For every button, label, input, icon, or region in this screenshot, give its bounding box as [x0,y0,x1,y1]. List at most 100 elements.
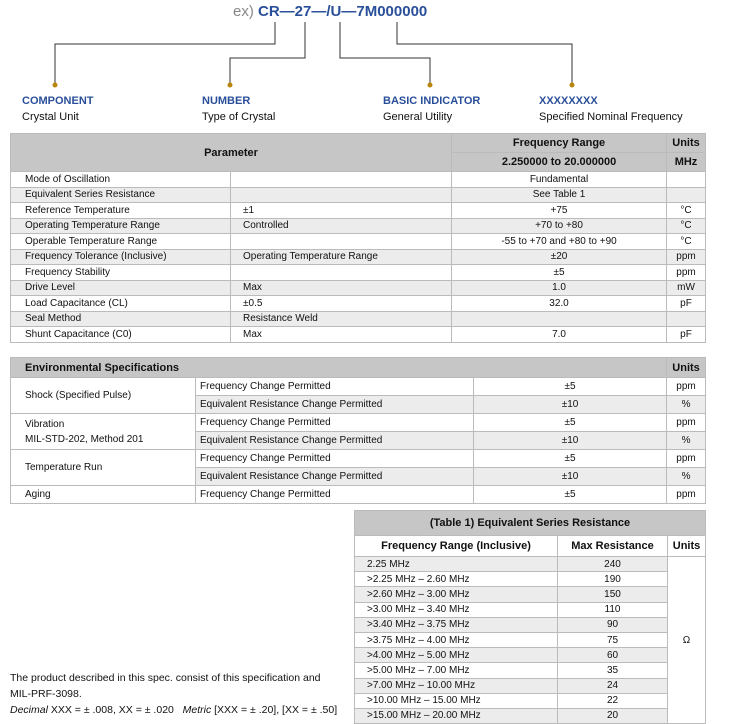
param-cell: Operable Temperature Range [10,233,231,250]
condition-cell [229,171,453,188]
esr-value-cell: 20 [557,707,668,724]
label-heading: COMPONENT [22,95,94,107]
env-group-name: Vibration [25,418,65,430]
label-heading: BASIC INDICATOR [383,95,481,107]
esr-value-cell: 90 [557,616,668,633]
unit-cell: °C [666,217,707,234]
esr-range-cell: >3.40 MHz – 3.75 MHz [354,616,558,633]
value-cell: +70 to +80 [451,217,668,234]
esr-range-cell: >7.00 MHz – 10.00 MHz [354,677,558,694]
env-item-cell: Equivalent Resistance Change Permitted [195,431,474,450]
unit-cell: ppm [666,264,707,281]
condition-cell [229,186,453,203]
example-prefix: ex) [233,3,254,20]
param-cell: Shunt Capacitance (C0) [10,326,231,343]
label-desc: Crystal Unit [22,111,79,123]
esr-value-cell: 150 [557,586,668,603]
callout-dot [52,82,58,88]
part-number-example: ex) CR—27—/U—7M000000 [233,3,427,20]
esr-header-units: Units [666,535,707,557]
param-cell: Drive Level [10,279,231,296]
esr-header-max: Max Resistance [557,535,668,557]
value-cell: 1.0 [451,279,668,296]
env-group-cell: Aging [10,485,196,504]
param-cell: Equivalent Series Resistance [10,186,231,203]
env-row: Equivalent Resistance Change Permitted±1… [11,395,707,414]
condition-cell [229,264,453,281]
esr-value-cell: 35 [557,662,668,679]
label-desc: General Utility [383,111,453,123]
note-line-2: MIL-PRF-3098. [10,688,82,700]
esr-value-cell: 24 [557,677,668,694]
label-desc: Specified Nominal Frequency [539,111,683,123]
tolerance-line: Decimal XXX = ± .008, XX = ± .020 Metric… [10,702,337,718]
env-units-header: Units [666,357,707,378]
param-cell: Mode of Oscillation [10,171,231,188]
condition-cell: Max [229,326,453,343]
esr-range-cell: >15.00 MHz – 20.00 MHz [354,707,558,724]
condition-cell: Operating Temperature Range [229,248,453,265]
esr-range-cell: >3.00 MHz – 3.40 MHz [354,601,558,618]
env-unit-cell: ppm [666,377,707,396]
env-unit-cell: % [666,467,707,486]
param-cell: Seal Method [10,310,231,327]
label-basic-indicator: BASIC INDICATOR General Utility [383,93,480,125]
esr-title: (Table 1) Equivalent Series Resistance [353,510,707,536]
callout-dot [569,82,575,88]
spec-note: The product described in this spec. cons… [10,670,337,718]
value-cell: 7.0 [451,326,668,343]
param-cell: Reference Temperature [10,202,231,219]
param-cell: Frequency Stability [10,264,231,281]
esr-value-cell: 190 [557,571,668,588]
esr-range-cell: >2.25 MHz – 2.60 MHz [354,571,558,588]
condition-cell: Resistance Weld [229,310,453,327]
env-value-cell: ±5 [472,377,668,396]
env-group-sub: MIL-STD-202, Method 201 [25,433,144,445]
value-cell: ±5 [451,264,668,281]
condition-cell: ±1 [229,202,453,219]
unit-cell: °C [666,233,707,250]
env-value-cell: ±5 [472,485,668,504]
esr-range-cell: >2.60 MHz – 3.00 MHz [354,586,558,603]
unit-cell: pF [666,295,707,312]
esr-header-range: Frequency Range (Inclusive) [354,535,558,557]
env-group-cell: Shock (Specified Pulse) [10,377,196,414]
parameter-row: Operable Temperature Range-55 to +70 and… [10,233,707,250]
esr-value-cell: 22 [557,692,668,709]
env-value-cell: ±5 [472,413,668,432]
esr-range-cell: 2.25 MHz [354,555,558,573]
unit-cell: °C [666,202,707,219]
parameter-header: Parameter [9,133,453,172]
env-row: Shock (Specified Pulse)Frequency Change … [10,377,707,414]
value-cell: +75 [451,202,668,219]
env-value-cell: ±10 [472,467,668,486]
label-component: COMPONENT Crystal Unit [22,93,94,125]
env-item-cell: Frequency Change Permitted [195,485,474,504]
env-value-cell: ±10 [472,395,668,414]
unit-cell: ppm [666,248,707,265]
param-cell: Operating Temperature Range [10,217,231,234]
env-row: Equivalent Resistance Change Permitted±1… [11,431,707,450]
env-group-name: Temperature Run [25,462,103,473]
part-number-callout-lines [52,22,575,88]
unit-cell: mW [666,279,707,296]
env-item-cell: Equivalent Resistance Change Permitted [195,467,474,486]
